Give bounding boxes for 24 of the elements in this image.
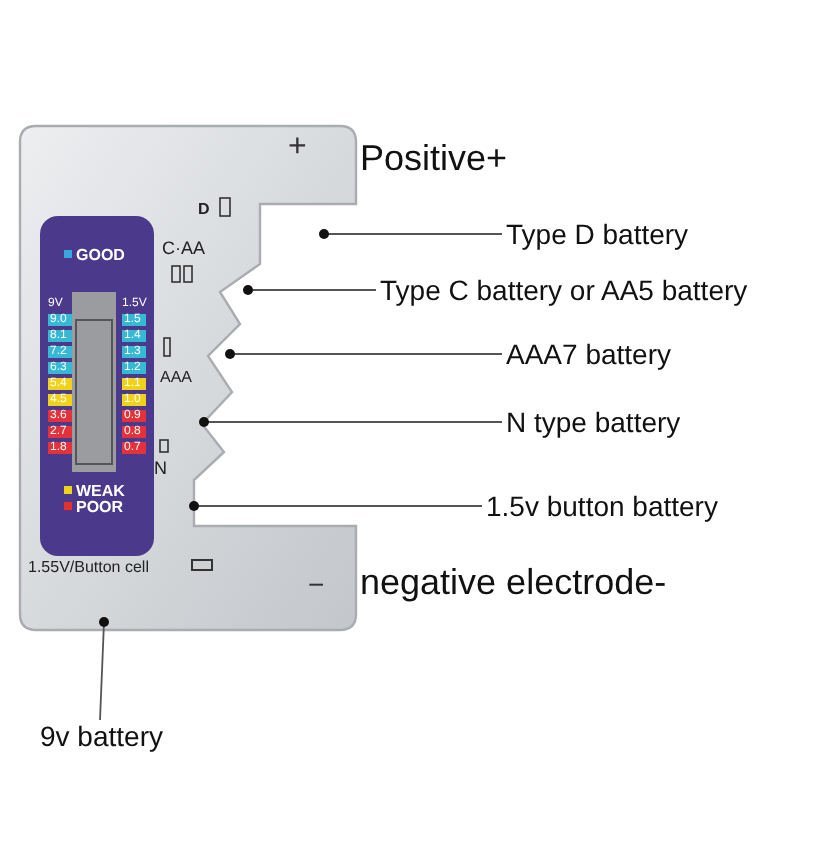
callout-label: N type battery: [506, 406, 681, 438]
callout-label: 1.5v button battery: [486, 490, 718, 522]
leader-line: [225, 349, 503, 359]
polarity-sign: −: [308, 570, 325, 598]
callout-label: 9v battery: [40, 720, 163, 752]
slot-label: AAA: [160, 370, 193, 386]
polarity-sign: +: [288, 132, 307, 164]
callout-label: Type D battery: [506, 218, 689, 250]
scale-heading: GOOD: [76, 248, 125, 264]
callout-label: Type C battery or AA5 battery: [380, 274, 748, 306]
leader-line: [319, 229, 503, 239]
callout-label: AAA7 battery: [506, 338, 671, 370]
leader-line: [189, 501, 483, 511]
leader-line: [243, 285, 377, 295]
slot-label: N: [154, 460, 167, 478]
part-label: negative electrode-: [360, 564, 667, 600]
leader-line: [199, 417, 503, 427]
slot-label: D: [198, 202, 210, 218]
leader-line: [99, 617, 109, 721]
legend-text: WEAK: [76, 484, 125, 500]
legend-text: POOR: [76, 500, 124, 516]
part-label: Positive+: [360, 140, 508, 176]
panel-text: 1.55V/Button cell: [28, 560, 149, 576]
slot-label: C·AA: [162, 240, 206, 258]
